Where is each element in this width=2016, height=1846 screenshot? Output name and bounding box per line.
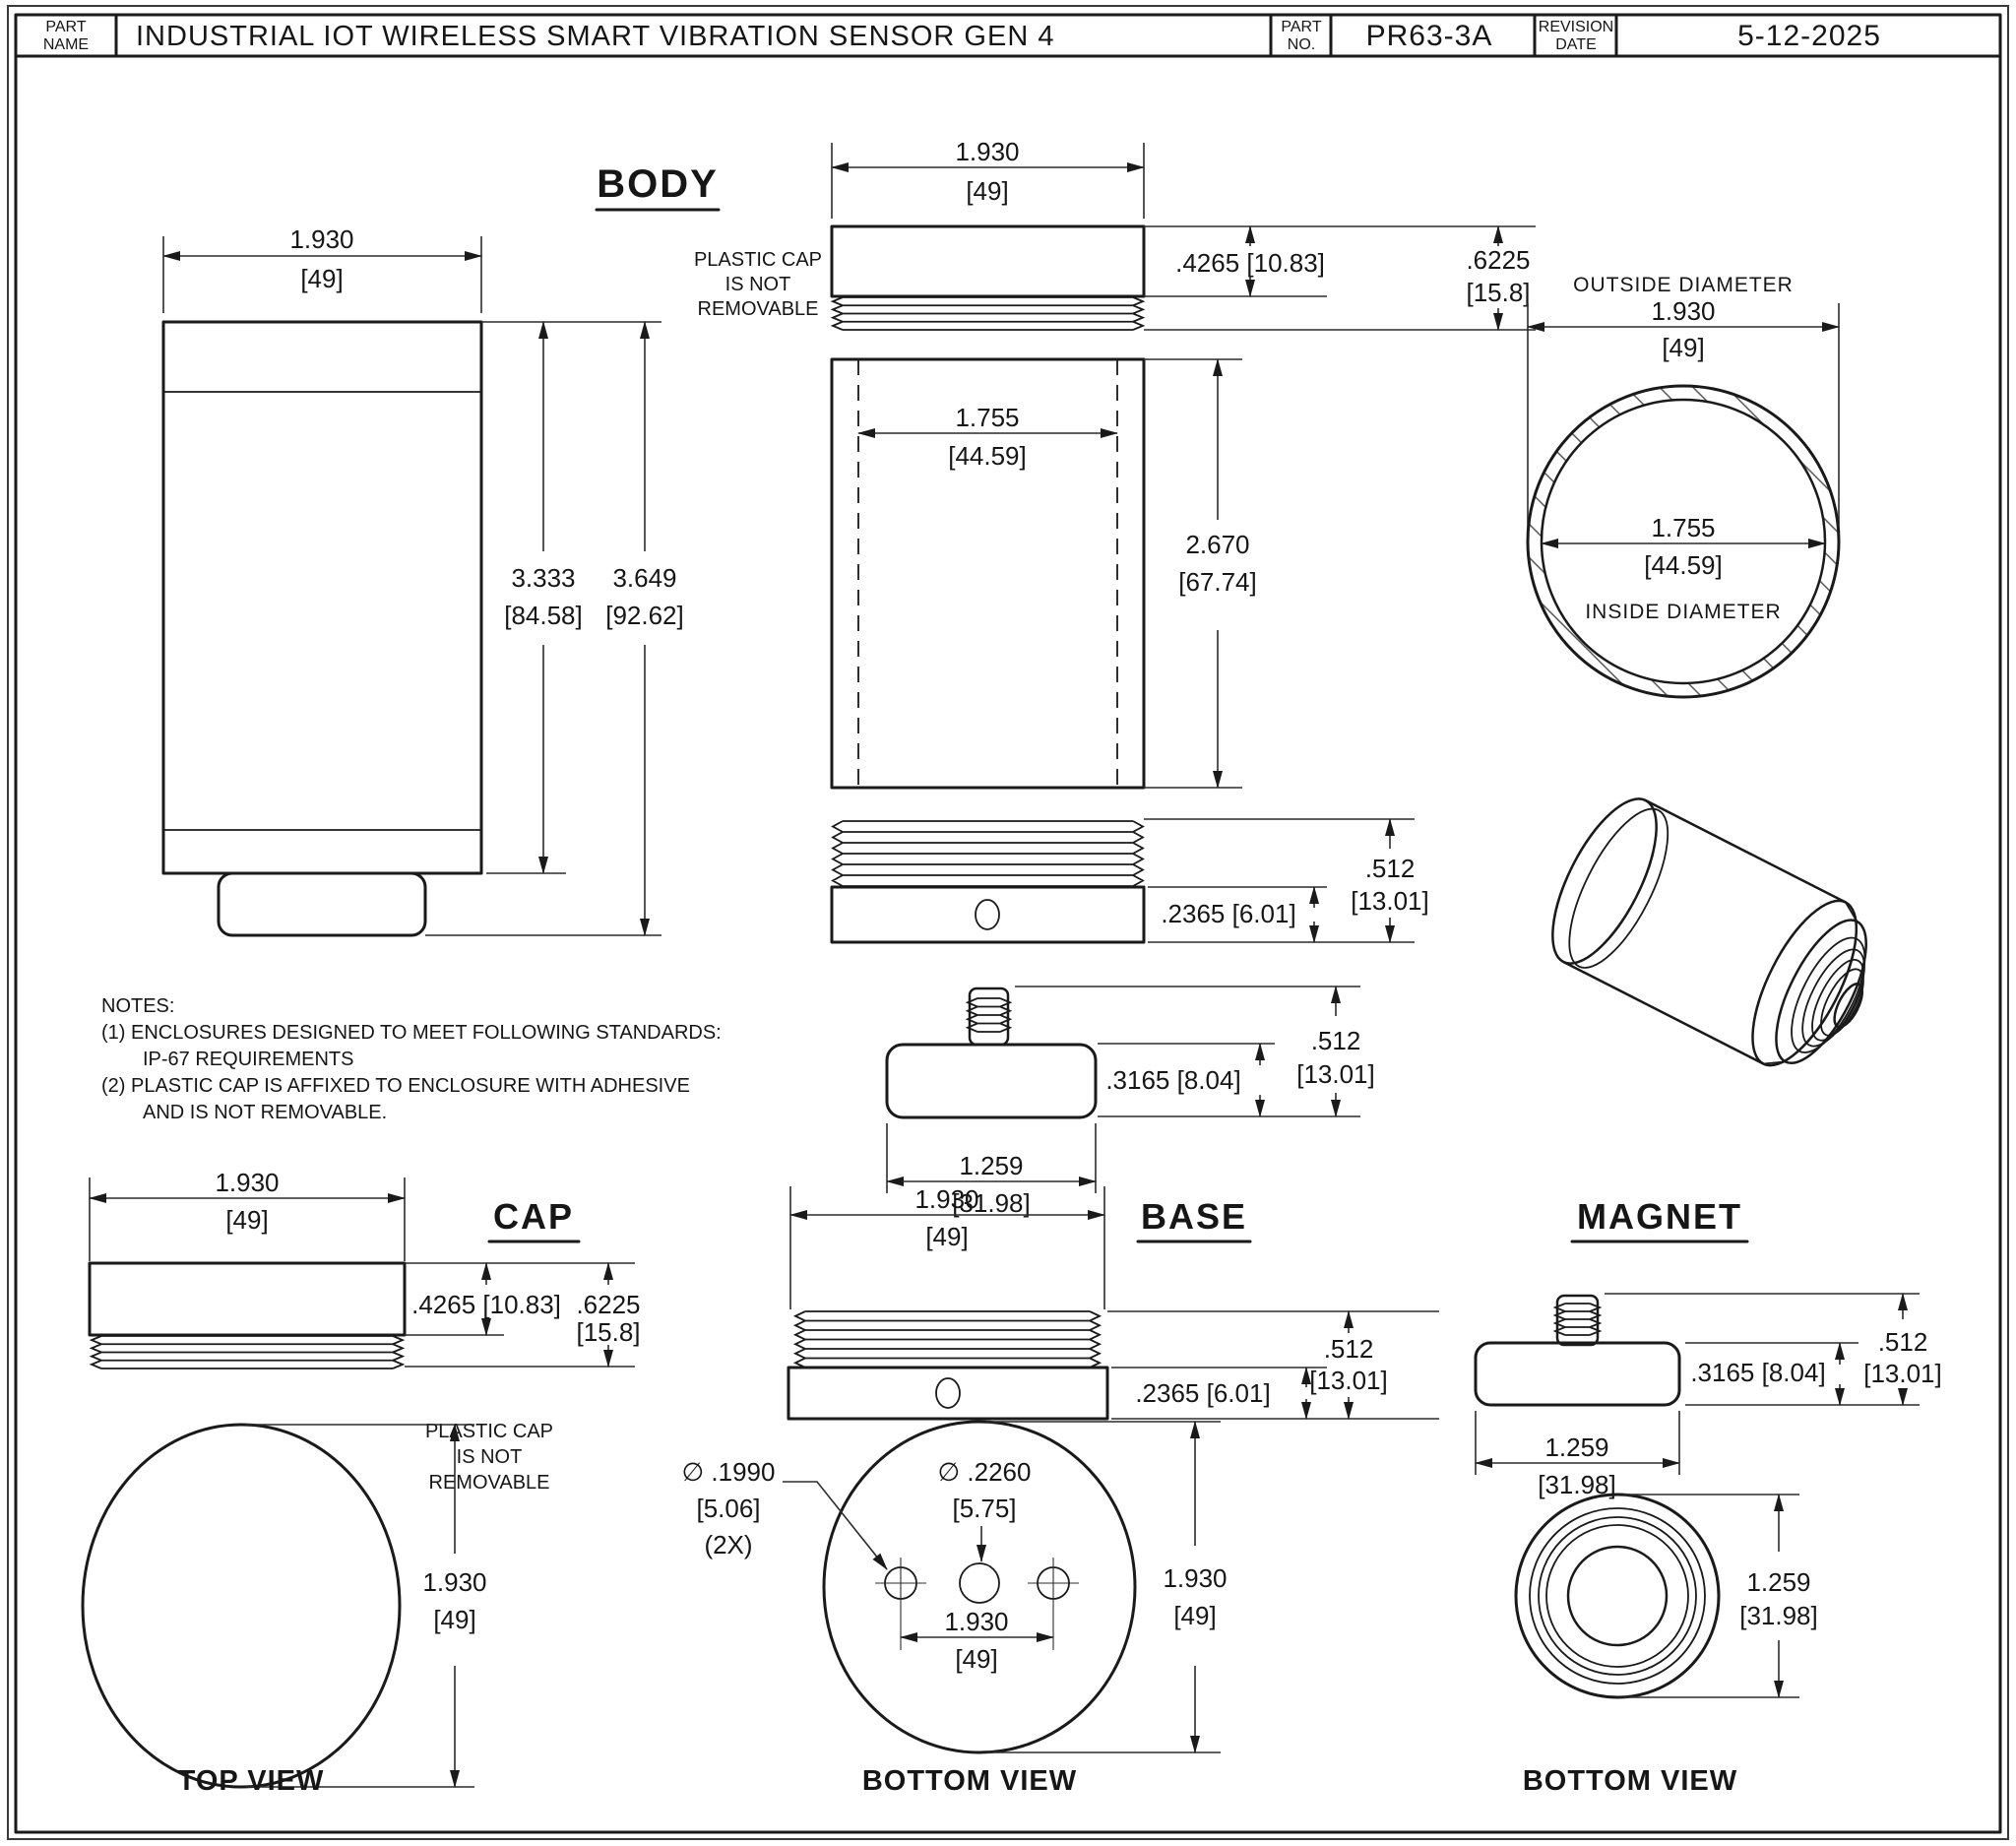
plastic-cap-note-line3: REMOVABLE — [698, 298, 819, 320]
base-bottom-view-label: BOTTOM VIEW — [862, 1765, 1077, 1797]
top-view-label: TOP VIEW — [178, 1765, 325, 1797]
dim-magnet-bottom-dia-mm: [31.98] — [1739, 1601, 1818, 1630]
plastic-cap-note2-line3: REMOVABLE — [429, 1472, 550, 1494]
part-name-label-line1: PART — [45, 19, 86, 35]
dim-base-view-total-in: .512 — [1324, 1334, 1374, 1364]
dim-magnet-view-dia-in: 1.259 — [1544, 1432, 1608, 1462]
dim-base-plate-height: .2365 [6.01] — [1161, 899, 1295, 928]
base-section: BASE 1.930 [49] .2365 [6.01] .512 [13.01… — [682, 1184, 1439, 1797]
dim-base-view-width-in: 1.930 — [914, 1184, 978, 1214]
magnet-section: MAGNET .3165 [8.04] .512 [13.01] 1.259 [… — [1474, 1196, 1942, 1797]
title-block: PART NAME INDUSTRIAL IOT WIRELESS SMART … — [43, 19, 1881, 53]
dim-base-view-plate-height: .2365 [6.01] — [1135, 1378, 1270, 1408]
dim-cap-total-mm: [15.8] — [1466, 278, 1530, 307]
notes-line3: (2) PLASTIC CAP IS AFFIXED TO ENCLOSURE … — [101, 1075, 690, 1097]
revision-label-line1: REVISION — [1539, 19, 1613, 35]
dim-hole-small-dia: ∅ .1990 — [682, 1457, 776, 1487]
part-no-label-line1: PART — [1281, 19, 1321, 35]
dim-cap-height: .4265 [10.83] — [1175, 248, 1325, 278]
cap-section: CAP 1.930 [49] .4265 [10.83] .6225 [15.8… — [81, 1168, 641, 1797]
sheet-border — [7, 5, 2009, 1840]
dim-id-in: 1.755 — [1651, 513, 1715, 542]
base-section-title: BASE — [1141, 1196, 1247, 1237]
isometric-view — [1551, 797, 1867, 1067]
plastic-cap-note-line1: PLASTIC CAP — [694, 249, 822, 271]
dim-top-view-dia-in: 1.930 — [422, 1567, 486, 1597]
dim-cap-view-total-mm: [15.8] — [576, 1317, 640, 1347]
part-no-value: PR63-3A — [1366, 20, 1493, 52]
dim-tube-inner-mm: [44.59] — [948, 441, 1027, 471]
notes-block: NOTES: (1) ENCLOSURES DESIGNED TO MEET F… — [101, 995, 722, 1123]
dim-body-height-in: 3.333 — [511, 563, 575, 593]
dim-hole-spacing-in: 1.930 — [944, 1607, 1008, 1636]
dim-cap-view-total-in: .6225 — [576, 1290, 640, 1319]
notes-line1: (1) ENCLOSURES DESIGNED TO MEET FOLLOWIN… — [101, 1022, 722, 1044]
dim-id-mm: [44.59] — [1644, 550, 1723, 580]
dim-hole-big-mm: [5.75] — [952, 1494, 1016, 1523]
magnet-section-title: MAGNET — [1577, 1196, 1742, 1237]
notes-heading: NOTES: — [101, 995, 174, 1017]
dim-magnet-view-total-in: .512 — [1878, 1327, 1928, 1357]
dim-hole-small-mm: [5.06] — [696, 1494, 760, 1523]
dim-cap-width-mm: [49] — [966, 176, 1008, 206]
part-name-label-line2: NAME — [43, 36, 89, 53]
outside-diameter-label: OUTSIDE DIAMETER — [1573, 274, 1794, 296]
dim-overall-height-in: 3.649 — [612, 563, 676, 593]
body-section-title: BODY — [597, 162, 719, 206]
dim-hole-big-dia: ∅ .2260 — [938, 1457, 1032, 1487]
inside-diameter-label: INSIDE DIAMETER — [1585, 601, 1781, 623]
part-no-label-line2: NO. — [1288, 36, 1315, 53]
dim-od-in: 1.930 — [1651, 296, 1715, 326]
magnet-bottom-view-label: BOTTOM VIEW — [1523, 1765, 1737, 1797]
dim-base-view-width-mm: [49] — [925, 1222, 968, 1251]
plastic-cap-note-line2: IS NOT — [725, 274, 791, 295]
dim-cap-total-in: .6225 — [1466, 245, 1530, 275]
plastic-cap-note2-line2: IS NOT — [457, 1446, 523, 1468]
dim-body-height-mm: [84.58] — [504, 601, 583, 630]
dim-magnet-dia-in: 1.259 — [959, 1151, 1023, 1180]
diameter-section-view: OUTSIDE DIAMETER 1.930 [49] 1.755 [44.59… — [1526, 274, 1841, 699]
dim-body-width-mm: [49] — [300, 264, 343, 293]
dim-magnet-view-height: .3165 [8.04] — [1690, 1358, 1825, 1387]
dim-hole-small-qty: (2X) — [704, 1530, 752, 1560]
notes-line4: AND IS NOT REMOVABLE. — [143, 1102, 387, 1123]
dim-base-bottom-dia-mm: [49] — [1173, 1601, 1216, 1630]
dim-hole-spacing-mm: [49] — [955, 1644, 997, 1674]
dim-magnet-total-mm: [13.01] — [1296, 1059, 1375, 1089]
dim-cap-view-width-mm: [49] — [225, 1205, 268, 1235]
dim-cap-width-in: 1.930 — [955, 137, 1019, 166]
dim-tube-height-in: 2.670 — [1185, 530, 1249, 559]
body-exploded-view: 1.930 [49] PLASTIC CAP IS NOT REMOVABLE … — [694, 137, 1536, 1218]
part-name-value: INDUSTRIAL IOT WIRELESS SMART VIBRATION … — [136, 21, 1054, 52]
dim-cap-view-height: .4265 [10.83] — [411, 1290, 561, 1319]
dim-cap-view-width-in: 1.930 — [215, 1168, 279, 1197]
dim-magnet-view-total-mm: [13.01] — [1863, 1359, 1942, 1388]
dim-magnet-bottom-dia-in: 1.259 — [1746, 1567, 1810, 1597]
dim-overall-height-mm: [92.62] — [605, 601, 684, 630]
dim-tube-inner-in: 1.755 — [955, 403, 1019, 432]
dim-base-bottom-dia-in: 1.930 — [1163, 1563, 1227, 1593]
revision-label-line2: DATE — [1555, 36, 1596, 53]
notes-line2: IP-67 REQUIREMENTS — [143, 1049, 353, 1070]
dim-base-view-total-mm: [13.01] — [1309, 1366, 1388, 1395]
body-side-view: 1.930 [49] 3.333 [84.58] 3.649 [92.62] — [161, 224, 684, 937]
dim-base-total-in: .512 — [1365, 854, 1416, 883]
cap-section-title: CAP — [493, 1196, 574, 1237]
dim-magnet-total-in: .512 — [1311, 1026, 1361, 1055]
dim-tube-height-mm: [67.74] — [1178, 567, 1257, 597]
dim-body-width-in: 1.930 — [289, 224, 353, 254]
dim-base-total-mm: [13.01] — [1351, 886, 1429, 916]
dim-magnet-height: .3165 [8.04] — [1105, 1065, 1240, 1095]
revision-date-value: 5-12-2025 — [1737, 20, 1881, 52]
dim-od-mm: [49] — [1662, 333, 1704, 362]
dim-top-view-dia-mm: [49] — [433, 1605, 475, 1634]
